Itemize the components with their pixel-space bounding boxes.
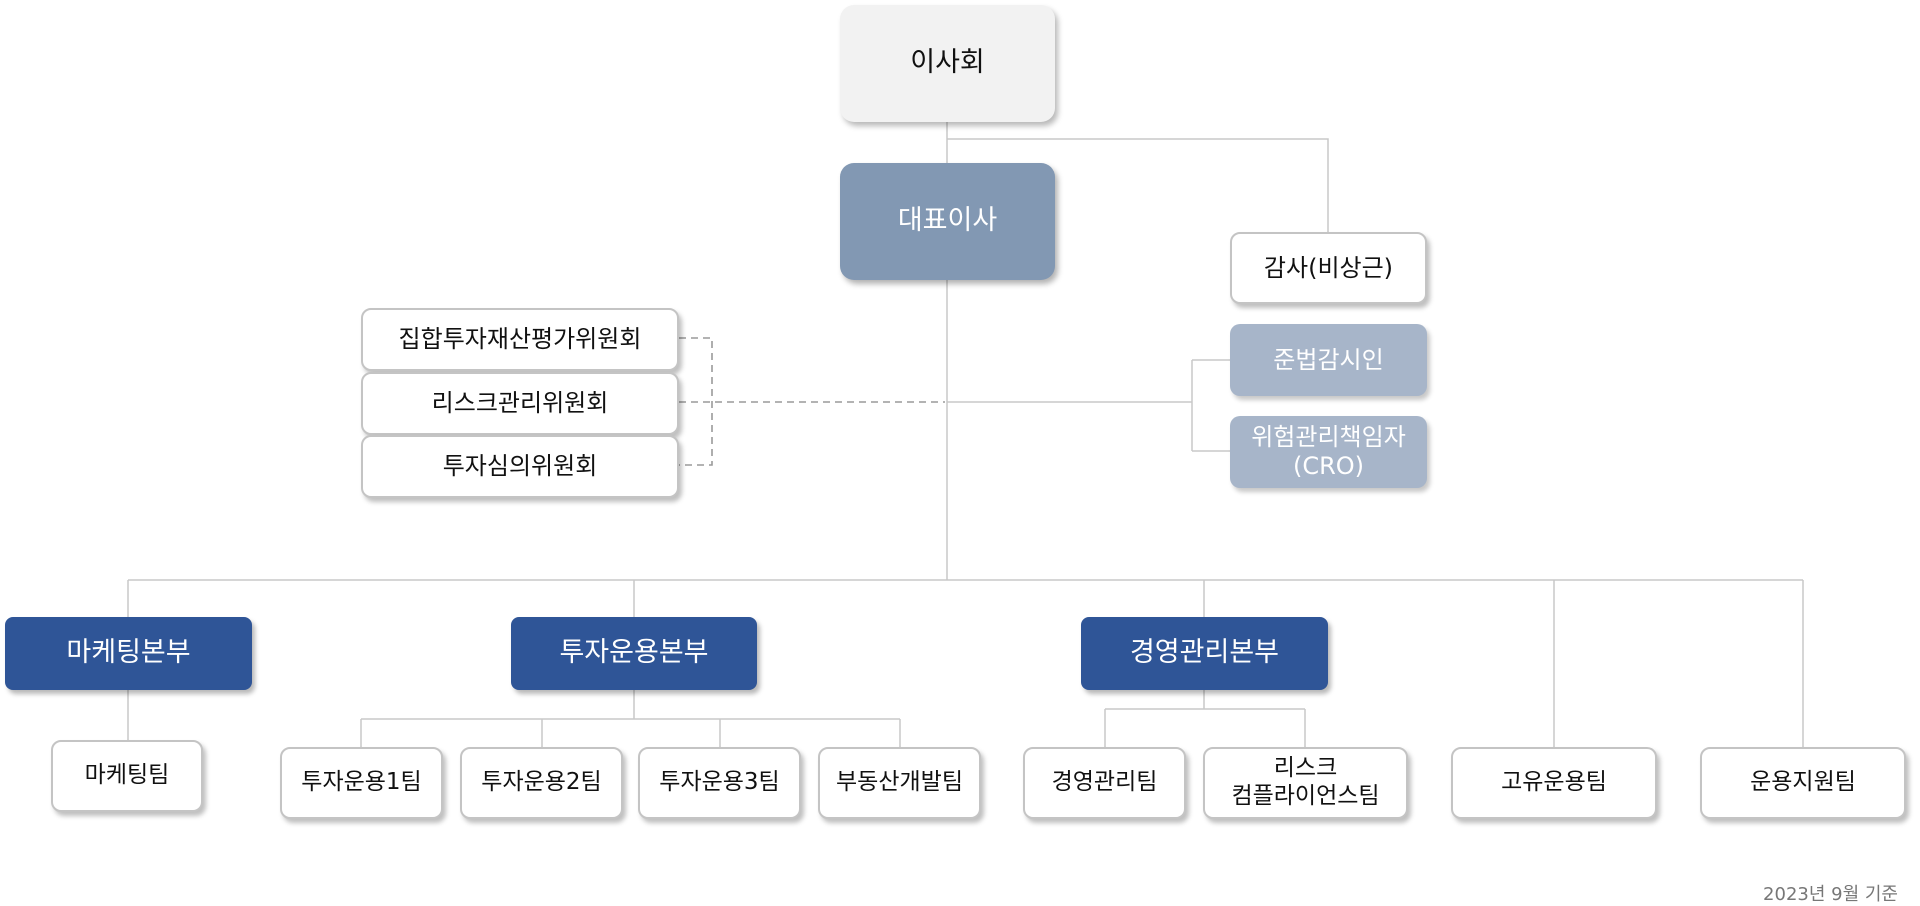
- committee-investment-box: 투자심의위원회: [361, 435, 679, 498]
- board-label: 이사회: [910, 47, 985, 79]
- real-estate-team-box: 부동산개발팀: [818, 747, 981, 819]
- ceo-box: 대표이사: [840, 163, 1055, 280]
- committee-risk-box: 리스크관리위원회: [361, 372, 679, 435]
- management-team-box: 경영관리팀: [1023, 747, 1186, 819]
- management-division-box: 경영관리본부: [1081, 617, 1328, 690]
- compliance-officer-box: 준법감시인: [1230, 324, 1427, 396]
- committee-risk-label: 리스크관리위원회: [431, 389, 609, 418]
- auditor-box: 감사(비상근): [1230, 232, 1427, 304]
- ceo-label: 대표이사: [897, 205, 998, 237]
- committee-valuation-box: 집합투자재산평가위원회: [361, 308, 679, 371]
- operations-support-team-label: 운용지원팀: [1750, 769, 1856, 796]
- investment-team-2-label: 투자운용2팀: [481, 769, 602, 796]
- cro-label: 위험관리책임자 (CRO): [1251, 423, 1406, 480]
- operations-support-team-box: 운용지원팀: [1700, 747, 1906, 819]
- marketing-division-box: 마케팅본부: [5, 617, 252, 690]
- management-team-label: 경영관리팀: [1051, 769, 1158, 796]
- real-estate-team-label: 부동산개발팀: [836, 769, 963, 796]
- investment-team-3-box: 투자운용3팀: [638, 747, 801, 819]
- risk-compliance-team-box: 리스크 컴플라이언스팀: [1203, 747, 1408, 819]
- investment-division-box: 투자운용본부: [511, 617, 757, 690]
- proprietary-team-box: 고유운용팀: [1451, 747, 1657, 819]
- as-of-date-note: 2023년 9월 기준: [1763, 884, 1898, 905]
- committee-investment-label: 투자심의위원회: [442, 452, 598, 481]
- investment-team-1-label: 투자운용1팀: [301, 769, 422, 796]
- board-box: 이사회: [840, 5, 1055, 122]
- compliance-officer-label: 준법감시인: [1273, 345, 1384, 374]
- investment-team-2-box: 투자운용2팀: [460, 747, 623, 819]
- marketing-team-box: 마케팅팀: [51, 740, 203, 812]
- auditor-label: 감사(비상근): [1263, 253, 1394, 282]
- management-division-label: 경영관리본부: [1129, 637, 1280, 669]
- cro-box: 위험관리책임자 (CRO): [1230, 416, 1427, 488]
- marketing-team-label: 마케팅팀: [84, 762, 170, 789]
- investment-division-label: 투자운용본부: [559, 637, 709, 669]
- investment-team-3-label: 투자운용3팀: [659, 769, 780, 796]
- risk-compliance-team-label: 리스크 컴플라이언스팀: [1231, 755, 1380, 809]
- marketing-division-label: 마케팅본부: [66, 637, 191, 669]
- proprietary-team-label: 고유운용팀: [1501, 769, 1607, 796]
- committee-valuation-label: 집합투자재산평가위원회: [398, 325, 642, 354]
- investment-team-1-box: 투자운용1팀: [280, 747, 443, 819]
